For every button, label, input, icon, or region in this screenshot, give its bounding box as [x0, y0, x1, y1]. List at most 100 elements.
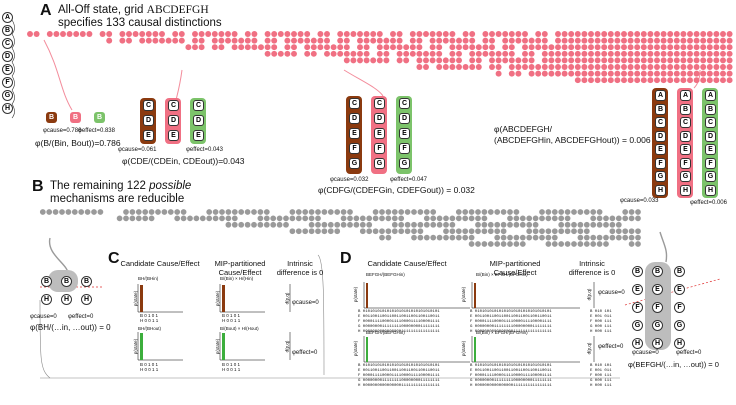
distinction-dot	[713, 31, 720, 37]
d3-node: E	[349, 128, 360, 139]
mechanism-dot	[340, 209, 347, 215]
mechanism-dot	[468, 234, 475, 241]
d2-phi-cause: φcause=0.061	[118, 147, 157, 153]
distinction-dot	[667, 50, 674, 57]
mechanism-dot	[193, 215, 200, 222]
mechanism-dot	[148, 215, 155, 222]
distinction-dot	[363, 44, 370, 51]
distinction-dot	[634, 77, 641, 84]
mechanism-dot	[366, 215, 373, 222]
mechanism-dot	[481, 228, 488, 235]
c-r1-mip-xh-ticks: 0 0 1 1	[226, 318, 241, 323]
distinction-dot	[601, 50, 608, 57]
distinction-dot	[304, 37, 311, 44]
distinction-dot	[621, 44, 627, 51]
distinction-dot	[304, 44, 311, 51]
distinction-dot	[594, 57, 601, 64]
mechanism-dot	[487, 228, 494, 235]
distinction-dot	[205, 31, 212, 37]
distinction-dot	[568, 50, 575, 57]
distinction-dot	[713, 77, 720, 84]
c-r1-dlabel: d(p,q)	[284, 292, 290, 305]
distinction-dot	[489, 50, 495, 57]
d4-node: E	[705, 144, 716, 155]
panel-b-heading-line2: mechanisms are reducible	[50, 193, 185, 205]
distinction-dot	[588, 50, 594, 57]
distinction-dot	[198, 44, 205, 51]
distinction-dot	[317, 31, 324, 37]
d4-node: B	[705, 103, 716, 115]
mechanism-dot	[526, 215, 533, 222]
d4-formula-line1: φ(ABCDEFGH/	[494, 124, 552, 134]
d-r2-dlabel: d(p,q)	[586, 342, 592, 355]
distinction-dot	[687, 31, 693, 37]
distinction-dot	[225, 31, 231, 37]
distinction-dot	[46, 31, 53, 37]
distinction-dot	[218, 44, 225, 51]
distinction-dot	[423, 57, 429, 64]
distinction-dot	[627, 31, 634, 37]
distinction-dot	[555, 44, 561, 51]
distinction-dot	[449, 37, 456, 44]
distinction-dot	[627, 57, 634, 64]
distinction-dot	[634, 70, 641, 77]
distinction-dot	[720, 77, 726, 84]
distinction-dot	[304, 50, 311, 57]
distinction-dot	[588, 64, 594, 70]
c-phi-effect: φeffect=0	[292, 350, 318, 356]
distinction-dot	[376, 57, 383, 64]
panel-b-heading: The remaining 122 possible mechanisms ar…	[50, 180, 191, 206]
distinction-dot	[495, 70, 502, 77]
mechanism-dot	[583, 221, 590, 228]
mechanism-dot	[225, 209, 232, 215]
distinction-dot	[621, 31, 627, 37]
distinction-dot	[330, 50, 337, 57]
panel-b-mechanism-dots	[39, 209, 641, 247]
distinction-dot	[654, 70, 660, 77]
distinction-dot	[396, 57, 403, 64]
mechanism-dot	[231, 209, 238, 215]
mechanism-dot	[500, 228, 507, 235]
distinction-dot	[238, 37, 245, 44]
distinction-dot	[660, 57, 667, 64]
mechanism-dot	[526, 221, 533, 228]
mechanism-dot	[423, 234, 430, 241]
distinction-dot	[416, 37, 423, 44]
distinction-dot	[436, 31, 443, 37]
mechanism-dot	[596, 209, 603, 215]
mechanism-dot	[494, 241, 501, 247]
c-r2-mip-xb-label: B	[222, 362, 226, 367]
c-r2-mip-xh-ticks: 0 0 1 1	[226, 367, 241, 372]
mechanism-dot	[308, 209, 315, 215]
distinction-dot	[436, 64, 443, 70]
mechanism-dot	[379, 209, 385, 215]
distinction-dot	[409, 31, 416, 37]
mechanism-dot	[590, 209, 597, 215]
distinction-dot	[706, 50, 713, 57]
distinction-dot	[726, 77, 733, 84]
distinction-dot	[363, 50, 370, 57]
mechanism-dot	[635, 215, 641, 222]
distinction-dot	[706, 44, 713, 51]
d-r1-dist-row: E 001 011	[590, 315, 612, 319]
distinction-dot	[627, 70, 634, 77]
befgh-node: B	[632, 266, 643, 277]
mechanism-dot	[507, 215, 513, 222]
d-r1-ylabel: p(state)	[353, 286, 359, 303]
panel-b-heading-line1: The remaining 122	[50, 180, 146, 192]
d4-phi-effect: φeffect=0.006	[690, 200, 727, 206]
mechanism-dot	[590, 221, 597, 228]
distinction-dot	[495, 31, 502, 37]
distinction-dot	[211, 37, 218, 44]
distinction-dot	[667, 31, 674, 37]
mechanism-dot	[551, 234, 558, 241]
mechanism-dot	[353, 221, 360, 228]
befgh-node: E	[652, 284, 663, 295]
distinction-dot	[73, 31, 80, 37]
c-r1-ylabel-mip: p(state)	[215, 290, 221, 307]
distinction-dot	[693, 37, 700, 44]
distinction-dot	[614, 77, 621, 84]
mechanism-dot	[359, 221, 366, 228]
mechanism-dot	[443, 228, 449, 235]
distinction-dot	[363, 57, 370, 64]
